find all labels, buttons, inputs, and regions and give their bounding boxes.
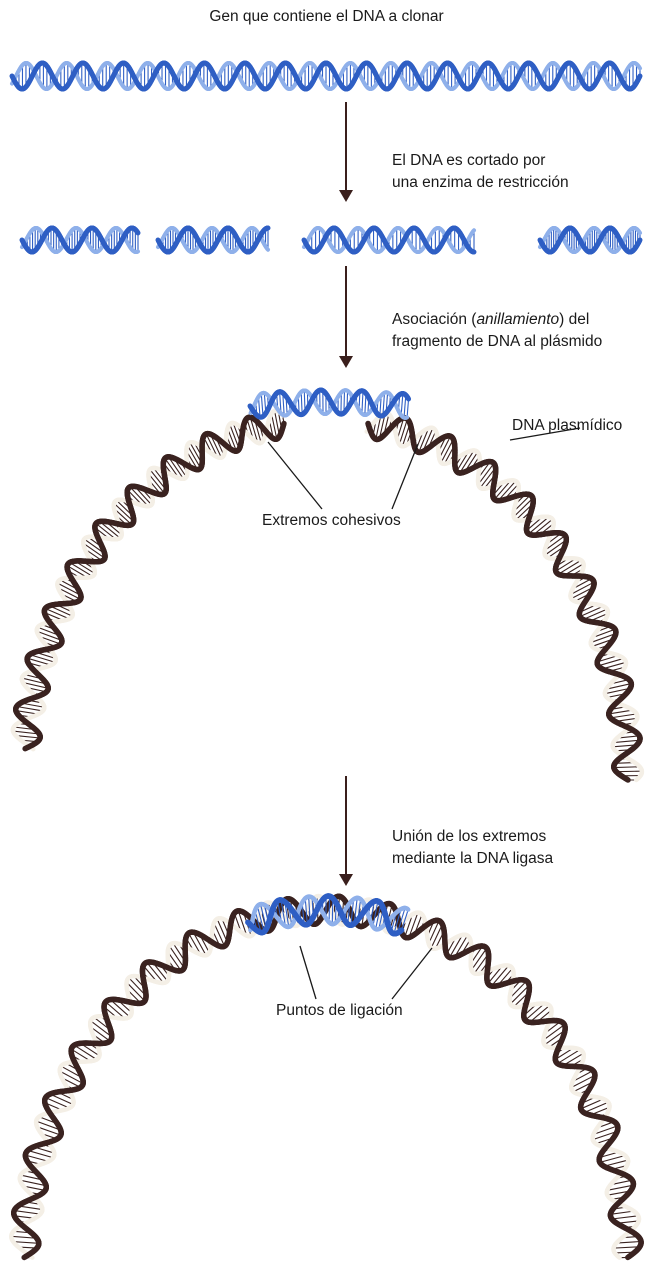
ligation-leader-left <box>300 946 316 999</box>
sticky-end-leader-left <box>268 442 322 509</box>
recombinant-plasmid-arc <box>11 896 641 1258</box>
arrow-to-restriction <box>339 102 353 202</box>
restriction-fragment-4 <box>540 228 640 252</box>
restriction-fragments <box>22 228 640 252</box>
restriction-fragment-1 <box>22 228 138 252</box>
gene-dna-helix <box>12 63 640 89</box>
restriction-fragment-2 <box>158 228 268 252</box>
gene-helix-strands <box>12 63 640 89</box>
open-plasmid-left-arc <box>13 411 284 749</box>
sticky-end-leader-right <box>392 444 418 509</box>
restriction-fragment-3 <box>304 228 474 252</box>
ligation-leader-right <box>392 948 432 999</box>
arrow-to-annealing <box>339 266 353 368</box>
open-plasmid-dna <box>13 411 642 780</box>
plasmid-leader <box>510 428 580 440</box>
arrow-to-ligation <box>339 776 353 886</box>
recombinant-plasmid-dna <box>11 896 641 1258</box>
